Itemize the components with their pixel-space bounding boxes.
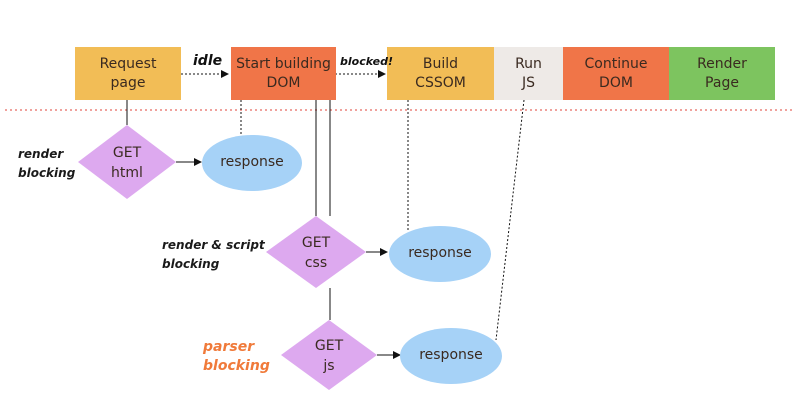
js-response-ellipse [400,328,502,384]
build-cssom-box: Build CSSOM [387,47,494,100]
get-css-verb: GET [301,235,331,251]
build-cssom-label-line2: CSSOM [415,74,466,91]
get-html-verb: GET [112,145,142,161]
css-response-ellipse [389,226,491,282]
html-response-label: response [220,154,284,170]
render-blocking-note-line1: render [18,147,64,161]
parser-blocking-note-line1: parser [203,339,255,355]
html-response-ellipse [202,135,302,191]
blocked-label: blocked! [340,55,393,68]
get-html-label: GET html [97,143,157,184]
render-script-blocking-note-line2: blocking [162,256,220,271]
continue-dom-box: Continue DOM [563,47,669,100]
render-script-blocking-note-line1: render & script [162,238,265,252]
render-blocking-note-line2: blocking [18,165,76,180]
get-js-label: GET js [299,336,359,377]
get-css-diamond [266,216,366,288]
get-css-label: GET css [286,233,346,274]
run-js-label-line1: Run [515,55,542,72]
get-js-resource: js [323,358,335,375]
get-css-resource: css [304,255,328,272]
start-building-dom-label-line1: Start building [236,55,331,72]
run-js-label-line2: JS [521,74,535,91]
render-script-blocking-note: render & script blocking [162,236,265,273]
request-page-label-line2: page [110,74,146,91]
run-js-box: Run JS [494,47,563,100]
idle-label: idle [193,53,223,69]
start-building-dom-box: Start building DOM [231,47,336,100]
build-cssom-label-line1: Build [422,55,459,72]
render-page-box: Render Page [669,47,775,100]
continue-dom-label-line2: DOM [599,74,633,91]
css-response-label: response [408,245,472,261]
start-building-dom-label-line2: DOM [266,74,301,91]
parser-blocking-note: parser blocking [203,338,270,376]
render-page-label-line1: Render [697,55,747,72]
get-html-resource: html [111,165,143,182]
request-page-box: Request page [75,47,181,100]
render-page-label-line2: Page [705,74,739,91]
continue-dom-label-line1: Continue [584,55,648,72]
get-js-diamond [281,320,377,390]
js-response-label: response [419,347,483,363]
request-page-label-line1: Request [99,55,157,72]
parser-blocking-note-line2: blocking [203,357,270,374]
render-blocking-note: render blocking [18,145,75,182]
runjs-to-js-response-line [495,99,525,341]
get-html-diamond [78,125,176,199]
get-js-verb: GET [314,338,344,354]
